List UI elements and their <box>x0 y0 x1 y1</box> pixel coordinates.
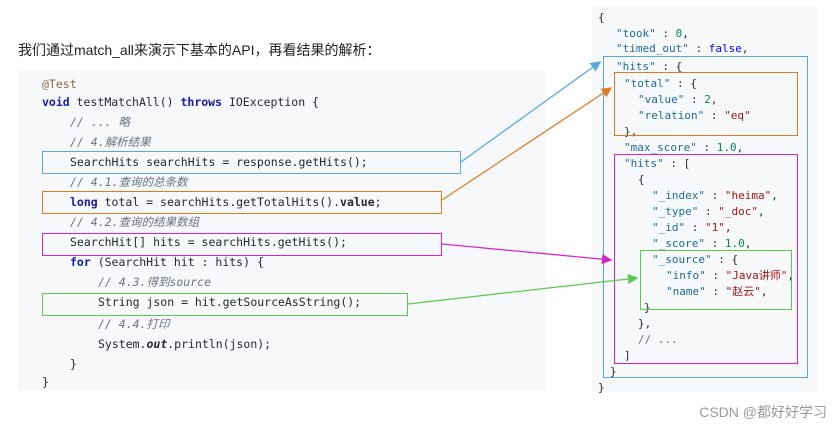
json-total-close: }, <box>624 125 638 138</box>
code-panel: @Test void testMatchAll() throws IOExcep… <box>18 70 546 390</box>
json-source: "_source" : { <box>652 253 739 266</box>
json-hits-close: } <box>610 365 617 378</box>
code-comment-total: // 4.1.查询的总条数 <box>70 175 188 189</box>
json-index: "_index" : "heima", <box>652 189 778 202</box>
code-line-method: void testMatchAll() throws IOException { <box>42 95 319 109</box>
json-hits: "hits" : { <box>616 60 683 73</box>
json-hits-array: "hits" : [ <box>624 157 691 170</box>
json-info: "info" : "Java讲师", <box>666 269 794 282</box>
json-type: "_type" : "_doc", <box>652 205 765 218</box>
json-close: } <box>598 381 605 394</box>
watermark: CSDN @都好好学习 <box>699 404 827 420</box>
json-total: "total" : { <box>624 77 697 90</box>
json-name: "name" : "赵云", <box>666 285 768 298</box>
arrow-blue <box>460 61 602 163</box>
code-close-inner: } <box>70 357 77 371</box>
json-source-close: } <box>644 301 651 314</box>
code-line-for: for (SearchHit hit : hits) { <box>70 255 264 269</box>
json-id: "_id" : "1", <box>652 221 732 234</box>
json-panel: { "took" : 0, "timed_out" : false, "hits… <box>592 6 818 394</box>
code-comment-source: // 4.3.得到source <box>98 275 212 289</box>
json-hit-open: { <box>638 173 645 186</box>
json-array-close: ] <box>624 349 631 362</box>
code-line-print: System.out.println(json); <box>98 337 272 351</box>
json-max-score: "max_score" : 1.0, <box>624 141 744 154</box>
arrow-green <box>407 273 639 305</box>
code-line-total: long total = searchHits.getTotalHits().v… <box>70 195 382 209</box>
code-comment-parse: // 4.解析结果 <box>70 135 151 149</box>
json-score: "_score" : 1.0, <box>652 237 752 250</box>
code-close-outer: } <box>42 375 49 389</box>
json-relation: "relation" : "eq" <box>638 109 751 122</box>
code-line-hits: SearchHit[] hits = searchHits.getHits(); <box>70 235 347 249</box>
code-line-json: String json = hit.getSourceAsString(); <box>98 295 362 309</box>
code-comment-ellipsis: // ... 略 <box>70 115 130 129</box>
json-open: { <box>598 11 605 24</box>
code-comment-print: // 4.4.打印 <box>98 317 170 331</box>
code-comment-array: // 4.2.查询的结果数组 <box>70 215 199 229</box>
json-took: "took" : 0, <box>616 27 689 40</box>
arrow-orange <box>441 87 613 201</box>
json-timed-out: "timed_out" : false, <box>616 42 749 55</box>
code-line-annotation: @Test <box>42 77 77 91</box>
json-comment: // ... <box>638 333 678 346</box>
json-hit-close: }, <box>638 317 652 330</box>
code-line-searchhits: SearchHits searchHits = response.getHits… <box>70 155 368 169</box>
arrow-magenta <box>441 243 613 265</box>
intro-text: 我们通过match_all来演示下基本的API，再看结果的解析： <box>18 42 381 58</box>
json-value: "value" : 2, <box>638 93 718 106</box>
